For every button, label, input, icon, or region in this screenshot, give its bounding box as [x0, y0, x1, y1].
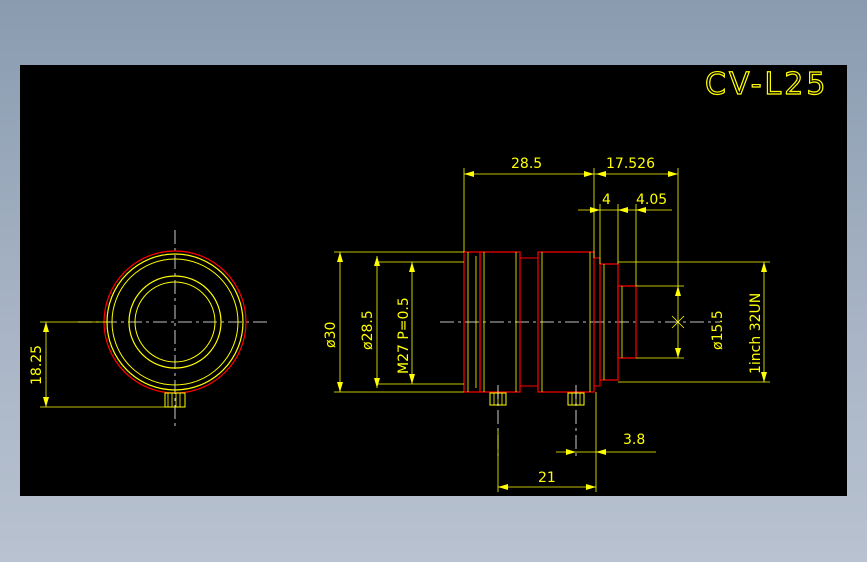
dim-17-526: 17.526 — [606, 156, 655, 172]
aperture-ring-inner — [134, 281, 216, 363]
outer-ring-inner — [111, 258, 239, 386]
drawing-title: CV-L25 — [705, 67, 828, 102]
dim-3-8: 3.8 — [623, 432, 645, 448]
side-screw-2 — [567, 385, 585, 460]
dim-dia-30: ø30 — [323, 322, 339, 348]
dim-4: 4 — [602, 192, 611, 208]
lens-drawing: CV-L25 18.25 — [29, 66, 828, 492]
dim-28-5: 28.5 — [511, 156, 542, 172]
dim-4-05: 4.05 — [636, 192, 667, 208]
dim-18-25: 18.25 — [29, 345, 45, 385]
dim-1inch-32un: 1inch 32UN — [748, 293, 764, 374]
dim-m27-thread: M27 P=0.5 — [396, 297, 412, 374]
outer-ring-red — [103, 250, 247, 394]
dim-dia-15-5: ø15.5 — [710, 310, 726, 350]
side-view: ø30 ø28.5 M27 P=0.5 28.5 17.526 4 4 — [323, 156, 770, 492]
dim-21: 21 — [538, 470, 556, 486]
c-mount-thread — [617, 285, 637, 359]
cad-drawing-area: CV-L25 18.25 — [20, 65, 847, 496]
front-lock-screw — [164, 392, 186, 408]
front-view: 18.25 — [29, 230, 268, 430]
dim-dia-28-5: ø28.5 — [360, 310, 376, 350]
aperture-ring-outer — [128, 275, 222, 369]
